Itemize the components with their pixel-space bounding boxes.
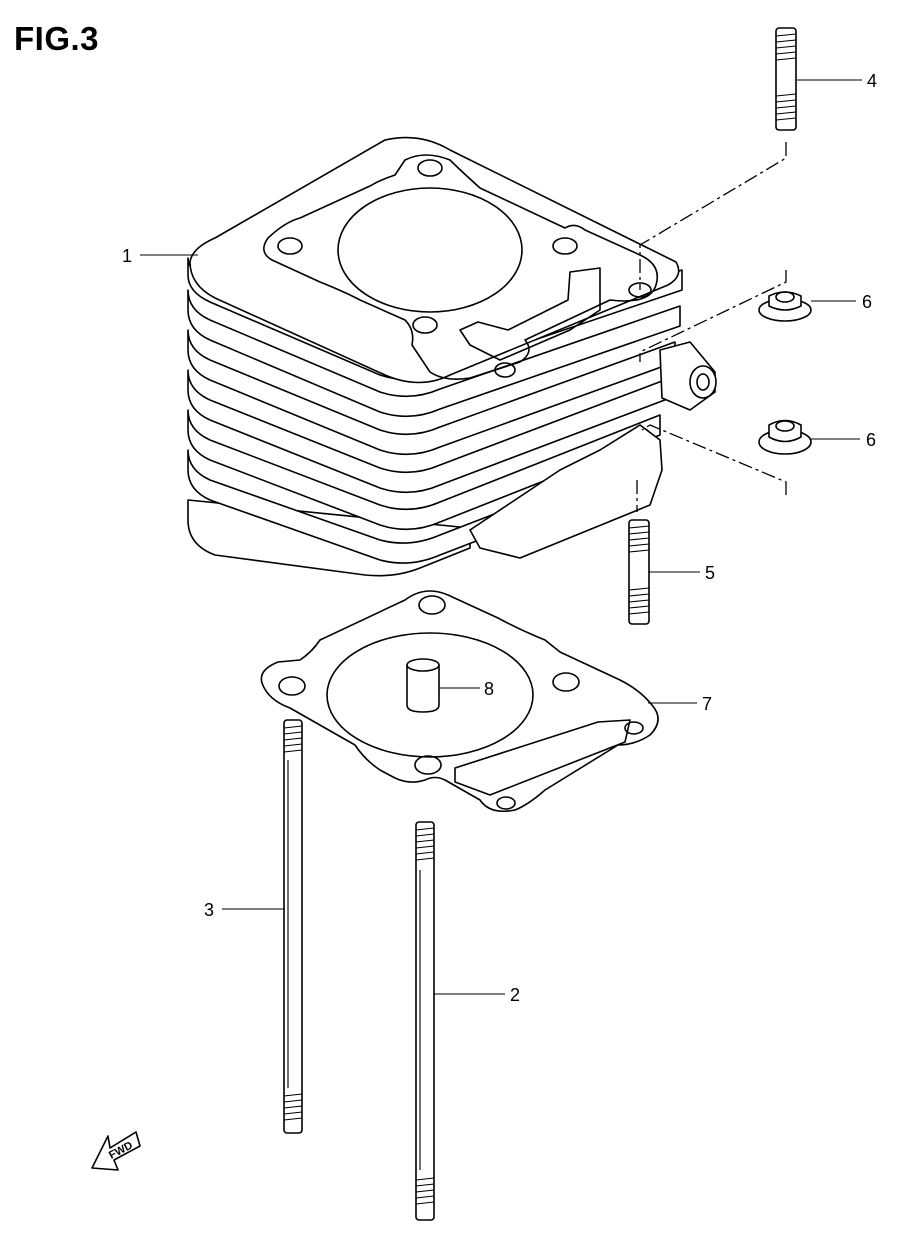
base-gasket-part[interactable] — [260, 590, 659, 813]
callout-label-3: 3 — [204, 900, 214, 920]
figure-title: FIG.3 — [14, 20, 100, 57]
callout-5: 5 — [649, 563, 715, 583]
long-stud-left-part[interactable] — [283, 719, 303, 1134]
stud-hole — [628, 282, 652, 298]
callout-label-7: 7 — [702, 694, 712, 714]
stud-bolt-lower-part[interactable] — [628, 519, 650, 625]
callout-label-8: 8 — [484, 679, 494, 699]
callout-label-5: 5 — [705, 563, 715, 583]
stud-hole — [552, 237, 578, 255]
callout-label-1: 1 — [122, 246, 132, 266]
cam-chain-tunnel — [459, 267, 601, 361]
stud-bolt-upper-part[interactable] — [775, 27, 797, 131]
callout-2: 2 — [434, 985, 520, 1005]
forward-direction-arrow: FWD — [91, 1131, 141, 1171]
fwd-label: FWD — [107, 1139, 135, 1161]
cylinder-head-face — [263, 154, 659, 380]
callout-8: 8 — [439, 679, 494, 699]
cylinder-top-deck — [189, 136, 680, 384]
callout-6-upper: 6 — [811, 292, 872, 312]
cylinder-base-flange — [469, 424, 663, 559]
dowel-pin-part[interactable] — [406, 658, 440, 713]
assembly-lines — [636, 142, 787, 512]
stud-hole — [417, 159, 443, 177]
callout-label-2: 2 — [510, 985, 520, 1005]
callout-7: 7 — [648, 694, 712, 714]
flange-nut-lower-part[interactable] — [758, 419, 812, 455]
long-stud-right-part[interactable] — [415, 821, 435, 1221]
callout-6-lower: 6 — [811, 430, 876, 450]
stud-hole — [412, 316, 438, 334]
callout-label-4: 4 — [867, 71, 877, 91]
callout-4: 4 — [797, 71, 877, 91]
cylinder-bore — [337, 187, 523, 313]
cylinder-side-boss — [659, 341, 717, 411]
flange-nut-upper-part[interactable] — [758, 291, 812, 322]
cylinder-part[interactable] — [187, 136, 717, 577]
stud-hole — [277, 237, 303, 255]
stud-hole — [494, 362, 516, 378]
callout-label-6-lower: 6 — [866, 430, 876, 450]
callout-label-6-upper: 6 — [862, 292, 872, 312]
callout-3: 3 — [204, 900, 284, 920]
callout-1: 1 — [122, 246, 198, 266]
